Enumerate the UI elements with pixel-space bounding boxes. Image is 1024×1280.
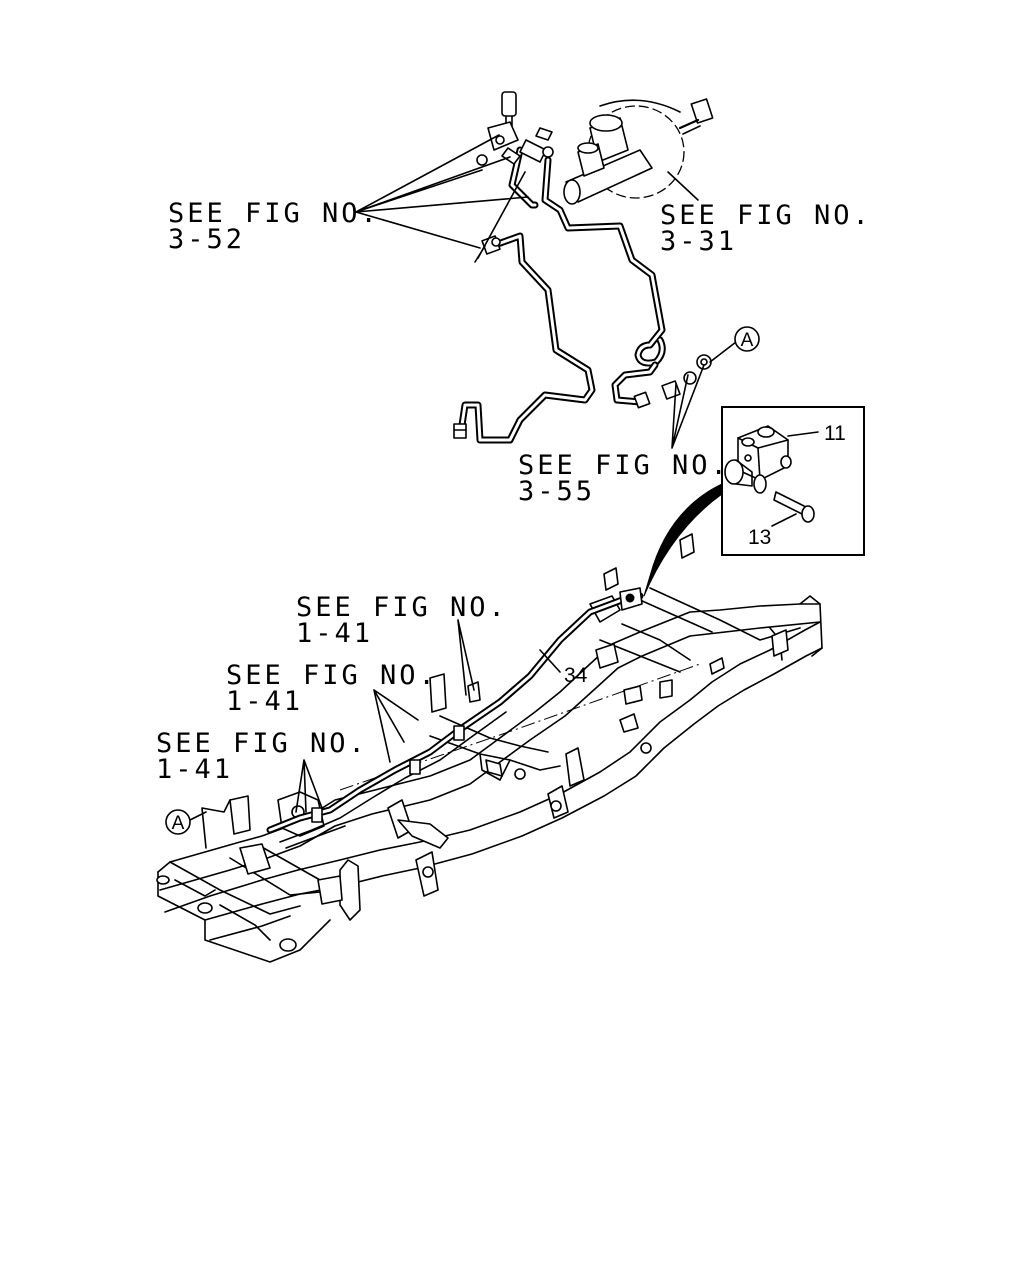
ref-number: 3-52 [168,224,245,255]
ref-label-1-41-c: SEE FIG NO. 1-41 [156,728,368,785]
ref-title: SEE FIG NO. [660,200,872,231]
leader-lines-3-52 [355,134,529,263]
callout-part-11: 11 [824,422,846,445]
leader-lines-frame [295,619,475,813]
inset-detail-box [721,406,865,556]
marker-letter: A [172,813,185,834]
ref-number: 3-31 [660,226,737,257]
ref-title: SEE FIG NO. [296,592,508,623]
ref-title: SEE FIG NO. [168,198,380,229]
leader-lines-3-55 [671,364,705,449]
ref-number: 1-41 [296,618,373,649]
ref-title: SEE FIG NO. [518,450,730,481]
callout-part-13: 13 [748,526,771,549]
ref-label-1-41-a: SEE FIG NO. 1-41 [296,592,508,649]
mounting-bracket-top [476,91,554,166]
vehicle-frame [156,533,823,963]
marker-a-bottom: A [165,809,207,835]
marker-a-top: A [734,326,760,352]
ref-label-3-55: SEE FIG NO. 3-55 [518,450,730,507]
ref-title: SEE FIG NO. [226,660,438,691]
ref-label-1-41-b: SEE FIG NO. 1-41 [226,660,438,717]
brake-line-frame [201,587,644,849]
ref-number: 3-55 [518,476,595,507]
ref-label-3-52: SEE FIG NO. 3-52 [168,198,380,255]
inset-pointer-leader [643,483,723,597]
brake-booster-assembly [563,98,714,205]
leader-line-3-31 [667,171,699,201]
ref-label-3-31: SEE FIG NO. 3-31 [660,200,872,257]
marker-letter: A [741,330,754,351]
leader-line-a-top [709,341,737,363]
ref-number: 1-41 [226,686,303,717]
ref-title: SEE FIG NO. [156,728,368,759]
brake-lines-top [453,146,712,444]
ref-number: 1-41 [156,754,233,785]
callout-part-34: 34 [564,664,588,687]
